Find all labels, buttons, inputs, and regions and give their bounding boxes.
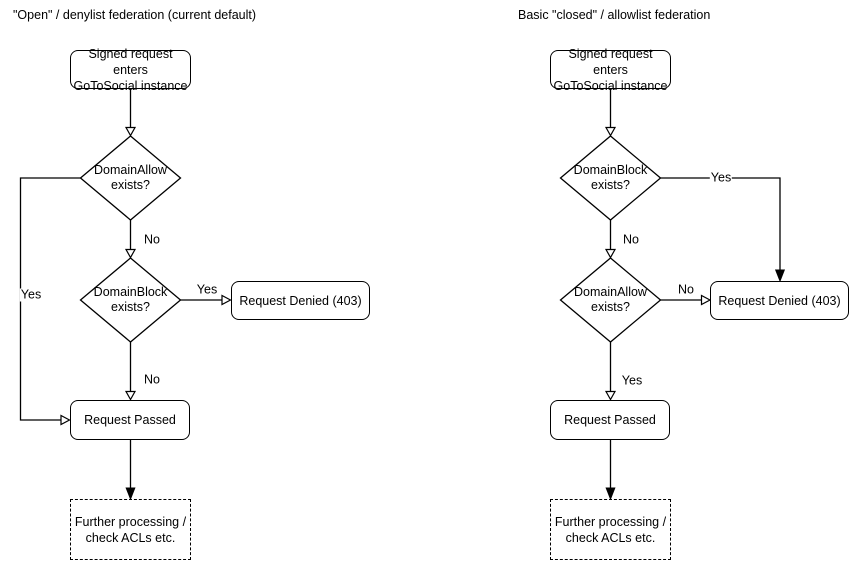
edge-label-yes-block-left: Yes	[195, 282, 219, 297]
node-request-denied-right: Request Denied (403)	[710, 281, 849, 320]
node-signed-request-right: Signed request enters GoToSocial instanc…	[550, 47, 671, 93]
arrowhead-open-icon	[604, 126, 617, 137]
decision-domainblock-left: DomainBlock exists?	[93, 285, 168, 314]
node-request-denied-left: Request Denied (403)	[231, 281, 370, 320]
arrowhead-open-icon	[124, 126, 137, 137]
arrowhead-open-icon	[700, 294, 712, 306]
edge-label-no-allow-right: No	[677, 282, 695, 297]
arrowhead-open-icon	[604, 390, 617, 401]
diagram-title-closed-allowlist: Basic "closed" / allowlist federation	[518, 8, 711, 22]
arrowhead-open-icon	[221, 294, 232, 306]
arrowhead-open-icon	[60, 414, 71, 426]
edge-label-no-allow-left: No	[143, 232, 161, 247]
arrowhead-open-icon	[604, 248, 617, 259]
decision-domainallow-right: DomainAllow exists?	[574, 285, 647, 314]
edge-label-yes-loop-left: Yes	[19, 287, 43, 302]
edge-right-block-yes-to-denied	[660, 177, 781, 270]
node-signed-request-left: Signed request enters GoToSocial instanc…	[70, 47, 191, 93]
node-request-passed-right: Request Passed	[550, 400, 670, 440]
arrowhead-solid-icon	[125, 487, 136, 501]
arrowhead-solid-icon	[774, 269, 786, 283]
arrowhead-solid-icon	[605, 487, 616, 501]
node-further-processing-left: Further processing / check ACLs etc.	[70, 499, 191, 560]
edge-label-no-block-left: No	[143, 372, 161, 387]
diagram-title-open-denylist: "Open" / denylist federation (current de…	[13, 8, 257, 22]
node-request-passed-left: Request Passed	[70, 400, 190, 440]
arrowhead-open-icon	[124, 390, 137, 401]
decision-domainblock-right: DomainBlock exists?	[573, 163, 648, 192]
arrowhead-open-icon	[124, 248, 137, 259]
node-further-processing-right: Further processing / check ACLs etc.	[550, 499, 671, 560]
edge-label-yes-block-right: Yes	[709, 170, 733, 185]
edge-label-yes-allow-right: Yes	[620, 373, 644, 388]
decision-domainallow-left: DomainAllow exists?	[94, 163, 167, 192]
edge-label-no-block-right: No	[622, 232, 640, 247]
